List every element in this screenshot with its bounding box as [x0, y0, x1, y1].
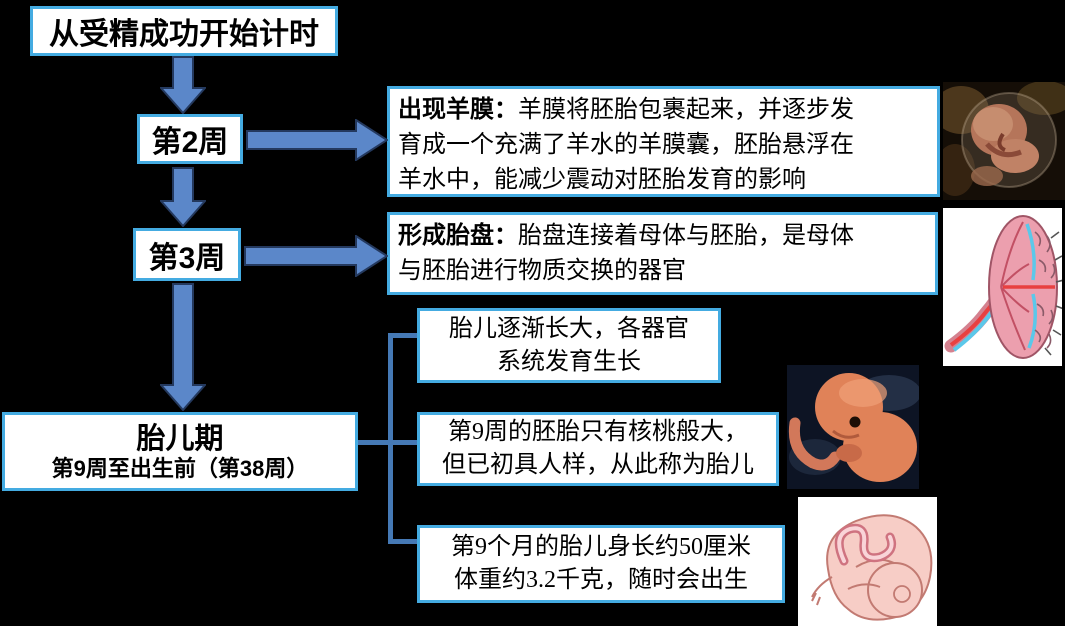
amnion-text: 出现羊膜：羊膜将胚胎包裹起来，并逐步发 育成一个充满了羊水的羊膜囊，胚胎悬浮在 …: [398, 92, 854, 198]
amnion-body-line3: 羊水中，能减少震动对胚胎发育的影响: [398, 167, 806, 193]
node-week9-fetus: 第9周的胚胎只有核桃般大， 但已初具人样，从此称为胎儿: [417, 412, 779, 486]
node-fetal-growth: 胎儿逐渐长大，各器官 系统发育生长: [417, 308, 721, 383]
arrow-start-to-week2: [160, 56, 206, 114]
node-start-label: 从受精成功开始计时: [49, 18, 319, 51]
node-placenta: 形成胎盘：胎盘连接着母体与胚胎，是母体 与胚胎进行物质交换的器官: [387, 212, 938, 295]
node-month9-fetus: 第9个月的胎儿身长约50厘米 体重约3.2千克，随时会出生: [417, 525, 785, 603]
placenta-text: 形成胎盘：胎盘连接着母体与胚胎，是母体 与胚胎进行物质交换的器官: [398, 218, 854, 289]
fetal-period-subtitle: 第9周至出生前（第38周）: [51, 455, 309, 481]
connector-fetal-vertical: [388, 333, 393, 544]
placenta-body-line1: 胎盘连接着母体与胚胎，是母体: [518, 223, 854, 249]
newborn-illustration: [798, 497, 937, 626]
node-week2: 第2周: [137, 114, 243, 164]
amnion-body-line1: 羊膜将胚胎包裹起来，并逐步发: [518, 97, 854, 123]
fetal-period-title: 胎儿期: [136, 422, 224, 455]
fetal-growth-line2: 系统发育生长: [497, 348, 641, 375]
placenta-illustration: [943, 208, 1062, 366]
connector-fetal-bottom: [391, 539, 417, 544]
fetal-growth-line1: 胎儿逐渐长大，各器官: [449, 315, 689, 342]
fetus-photo: [787, 365, 919, 489]
node-fetal-period: 胎儿期 第9周至出生前（第38周）: [2, 412, 358, 491]
node-amnion: 出现羊膜：羊膜将胚胎包裹起来，并逐步发 育成一个充满了羊水的羊膜囊，胚胎悬浮在 …: [387, 86, 940, 197]
amnion-title: 出现羊膜：: [398, 96, 518, 123]
placenta-title: 形成胎盘：: [398, 222, 518, 249]
arrow-week2-to-amnion: [246, 119, 388, 161]
month9-fetus-line2: 体重约3.2千克，随时会出生: [454, 567, 748, 593]
arrow-week3-to-placenta: [244, 235, 388, 277]
embryo-photo: [943, 82, 1065, 200]
placenta-body-line2: 与胚胎进行物质交换的器官: [398, 258, 686, 284]
connector-fetal-middle: [358, 440, 417, 445]
connector-fetal-top: [391, 333, 417, 338]
node-week3: 第3周: [133, 228, 241, 281]
node-start-timing: 从受精成功开始计时: [30, 6, 338, 56]
node-week2-label: 第2周: [151, 126, 229, 159]
week9-fetus-line1: 第9周的胚胎只有核桃般大，: [448, 419, 748, 445]
week9-fetus-line2: 但已初具人样，从此称为胎儿: [442, 452, 754, 478]
amnion-body-line2: 育成一个充满了羊水的羊膜囊，胚胎悬浮在: [398, 132, 854, 158]
month9-fetus-line1: 第9个月的胎儿身长约50厘米: [451, 534, 751, 560]
arrow-week2-to-week3: [160, 167, 206, 227]
arrow-week3-to-fetal: [160, 283, 206, 411]
node-week3-label: 第3周: [148, 241, 226, 275]
